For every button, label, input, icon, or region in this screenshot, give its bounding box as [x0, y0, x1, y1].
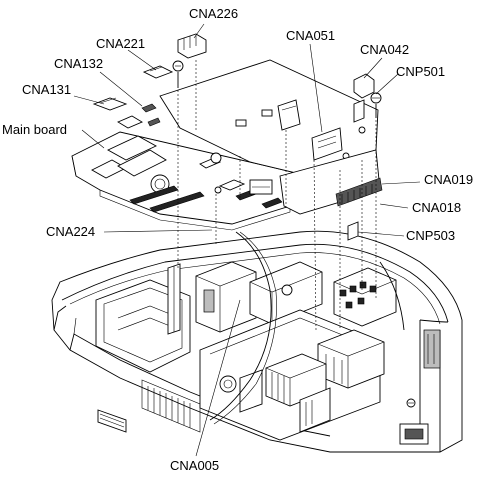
label-cnp501: CNP501 [396, 64, 445, 79]
internal-frame [95, 231, 405, 441]
label-cna132: CNA132 [54, 56, 103, 71]
small-boards [92, 65, 174, 129]
label-cna226: CNA226 [189, 6, 238, 21]
label-cna005: CNA005 [170, 458, 219, 473]
label-cnp503: CNP503 [406, 228, 455, 243]
upper-right-board [159, 33, 382, 181]
label-cna224: CNA224 [46, 224, 95, 239]
vent-grille [141, 379, 201, 433]
label-cna131: CNA131 [22, 82, 71, 97]
assembly-guides [177, 60, 377, 331]
main-board [71, 131, 311, 231]
label-main-board: Main board [2, 122, 67, 137]
leader-lines [73, 23, 421, 457]
label-cna051: CNA051 [286, 28, 335, 43]
label-cna019: CNA019 [424, 172, 473, 187]
label-cna042: CNA042 [360, 42, 409, 57]
label-cna221: CNA221 [96, 36, 145, 51]
label-cna018: CNA018 [412, 200, 461, 215]
